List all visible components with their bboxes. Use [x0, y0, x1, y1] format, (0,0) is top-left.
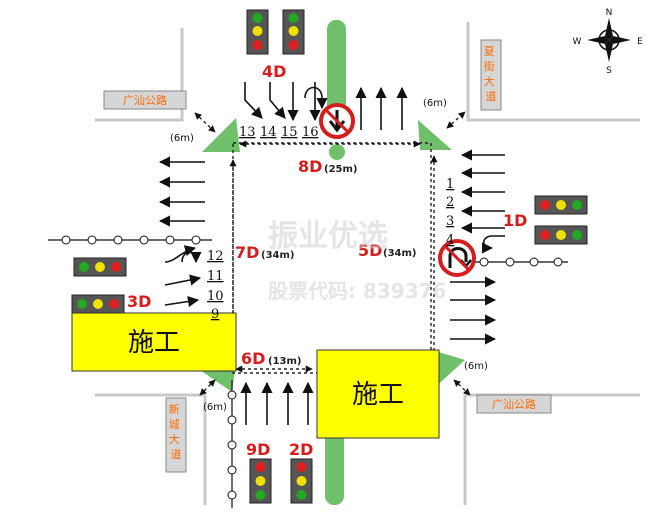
phase-3d: 3D: [127, 292, 151, 311]
north-inbound-arrows: [244, 82, 328, 122]
signal-south-right: [290, 458, 313, 504]
west-outbound-arrows: [158, 156, 205, 227]
phase-4d: 4D: [262, 62, 286, 81]
north-median: [327, 20, 346, 118]
svg-text:广汕公路: 广汕公路: [123, 94, 167, 107]
lane-number-13: 13: [239, 125, 256, 140]
construction-zone-right: 施工: [316, 349, 440, 439]
corner-width-sw: (6m): [203, 402, 227, 413]
street-label-top-right: 夏 街 大 道: [480, 39, 502, 111]
watermark-line2: 股票代码: 839376: [268, 279, 446, 303]
south-inbound-arrows: [240, 381, 314, 425]
phase-5d-distance: (34m): [383, 248, 416, 259]
north-outbound-arrows: [355, 86, 408, 130]
compass-s: S: [606, 66, 612, 76]
lane-number-11: 11: [207, 269, 224, 284]
lane-number-16: 16: [302, 125, 319, 140]
phase-9d: 9D: [246, 440, 270, 459]
construction-zone-left: 施工: [71, 312, 237, 372]
compass-n: N: [606, 8, 613, 18]
street-label-bottom-left: 新 城 大 道: [165, 397, 187, 473]
se-island: [432, 350, 465, 390]
compass-e: E: [637, 37, 643, 47]
compass-w: W: [573, 37, 582, 47]
signal-west-bottom: [71, 294, 125, 314]
distance-markers: [194, 111, 471, 396]
phase-6d-distance: (13m): [268, 356, 301, 367]
street-label-bottom-right: 广汕公路: [476, 394, 552, 414]
street-label-bottom-left-text: 新 城 大 道: [169, 402, 184, 461]
east-outbound-arrows: [450, 276, 497, 345]
lane-number-10: 10: [207, 289, 224, 304]
pedestrian-chain-south: [227, 380, 237, 508]
phase-6d: 6D: [241, 349, 265, 368]
signal-west-top: [73, 257, 127, 277]
lane-number-4: 4: [446, 233, 454, 248]
no-u-turn-sign-east: [438, 239, 476, 277]
phase-8d-distance: (25m): [324, 164, 357, 175]
lane-number-15: 15: [281, 125, 298, 140]
signal-east-bottom: [534, 225, 588, 245]
phase-1d: 1D: [503, 211, 527, 230]
signal-north-left: [246, 9, 269, 55]
corner-width-se: (6m): [464, 361, 488, 372]
ne-island: [418, 120, 452, 150]
svg-text:施工: 施工: [352, 380, 404, 410]
east-inbound-arrows: [460, 149, 505, 254]
phase-7d-distance: (34m): [261, 250, 294, 261]
lane-number-9: 9: [211, 307, 219, 322]
corner-width-nw: (6m): [170, 133, 194, 144]
lane-number-3: 3: [446, 214, 454, 229]
phase-8d: 8D: [298, 157, 322, 176]
svg-text:广汕公路: 广汕公路: [492, 398, 536, 411]
compass-rose: N S W E: [573, 8, 644, 76]
signal-north-right: [282, 9, 305, 55]
watermark-line1: 振业优选: [268, 219, 388, 254]
phase-2d: 2D: [289, 440, 313, 459]
pedestrian-chain-east: [462, 257, 568, 267]
phase-7d: 7D: [235, 243, 259, 262]
no-left-turn-sign-north: [319, 103, 355, 139]
pedestrian-chain-west: [48, 235, 212, 245]
medians: [200, 20, 465, 505]
signal-east-top: [534, 195, 588, 215]
phase-5d: 5D: [358, 241, 382, 260]
west-inbound-arrows: [164, 245, 202, 308]
sw-island: [200, 370, 235, 392]
corner-width-ne: (6m): [423, 98, 447, 109]
north-median-tip: [329, 144, 345, 160]
street-label-top-right-text: 夏 街 大 道: [484, 45, 499, 103]
lane-number-12: 12: [207, 249, 224, 264]
street-label-top-left: 广汕公路: [103, 90, 187, 110]
lane-number-1: 1: [446, 177, 454, 192]
signal-south-left: [249, 458, 272, 504]
lane-number-2: 2: [446, 195, 454, 210]
svg-text:施工: 施工: [128, 328, 180, 358]
nw-island: [202, 118, 240, 152]
lane-number-14: 14: [260, 125, 277, 140]
